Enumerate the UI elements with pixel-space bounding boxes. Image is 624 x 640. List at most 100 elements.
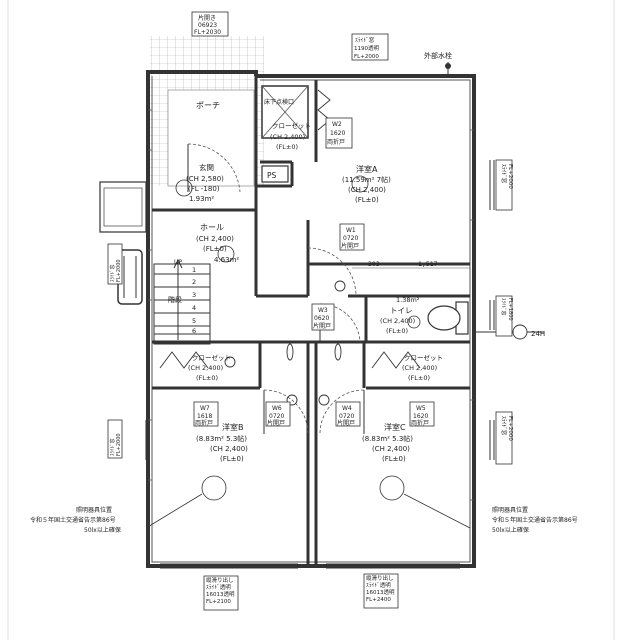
door-w5-id: W5 — [416, 405, 426, 412]
light-fixtures — [145, 175, 471, 529]
door-w2-id: W2 — [332, 121, 342, 128]
switch-symbols — [224, 280, 544, 406]
light-right-line3: 50lx以上確保 — [492, 526, 529, 534]
closet-a-ch: (CH 2,400) — [270, 133, 305, 141]
western-a-area: (11.59m² 7帖) — [342, 175, 391, 184]
closet-c-ch: (CH 2,400) — [402, 364, 437, 372]
dim-303: 303 — [368, 260, 380, 268]
closet-c-name: クローゼット — [404, 353, 443, 362]
window-bottom-c-type: 縦滑り出し — [366, 574, 394, 582]
door-w1-type: 片開戸 — [341, 242, 359, 250]
western-a-name: 洋室A — [356, 164, 378, 174]
door-w3-id: W3 — [318, 307, 328, 314]
closet-a-name: クローゼット — [272, 121, 311, 130]
window-bottom-c-fl: FL+2400 — [366, 597, 391, 603]
window-bottom-b-fl: FL+2100 — [206, 599, 231, 605]
outer-walls — [146, 70, 476, 568]
closet-c-fl: (FL±0) — [408, 374, 430, 382]
window-left-b-fl: FL+2000 — [116, 433, 122, 456]
door-w4-id: W4 — [342, 405, 352, 412]
window-left-b-type: ｽﾗｲﾄﾞ窓 — [109, 438, 116, 456]
toilet-fl: (FL±0) — [386, 327, 408, 335]
stairs-up: UP — [174, 259, 182, 266]
windows — [145, 160, 495, 569]
western-b-fl: (FL±0) — [220, 455, 244, 463]
window-top-right-fl: FL+2000 — [354, 54, 379, 60]
window-bottom-c-sub: ｽﾗｲﾄﾞ透明 — [366, 581, 391, 589]
toilet-fixture — [427, 301, 469, 335]
water-tap-icon — [445, 63, 451, 69]
window-top-main-type: 片開き — [198, 14, 216, 22]
closet-b-fl: (FL±0) — [196, 374, 218, 382]
door-w4-size: 0720 — [339, 413, 354, 420]
hall-fl: (FL±0) — [203, 245, 227, 253]
porch-inner — [167, 89, 255, 187]
stair-step-3: 3 — [192, 291, 196, 299]
wall-ticks — [148, 109, 474, 501]
ventilation-24h-label: 24H — [531, 330, 545, 338]
light-left-line3: 50lx以上確保 — [84, 526, 121, 534]
outdoor-unit — [99, 181, 147, 233]
light-left-line1: 照明器具位置 — [76, 506, 112, 514]
window-bottom-b-sub: ｽﾗｲﾄﾞ透明 — [206, 583, 231, 591]
closet-b-name: クローゼット — [192, 353, 231, 362]
ps-box — [261, 165, 289, 183]
western-b-ch: (CH 2,400) — [210, 445, 248, 453]
door-w2-type: 両折戸 — [327, 138, 345, 146]
window-bottom-b-type: 縦滑り出し — [206, 576, 234, 584]
window-top-main-fl: FL+2030 — [194, 29, 221, 36]
door-w2-size: 1620 — [330, 130, 345, 137]
stair-step-2: 2 — [192, 278, 196, 286]
stair-step-5: 5 — [192, 317, 196, 325]
under-floor-label: 床下点検口 — [264, 98, 294, 106]
window-right-c-fl: FL+2000 — [507, 416, 513, 441]
door-w3-size: 0620 — [314, 315, 329, 322]
door-w5-size: 1620 — [413, 413, 428, 420]
light-left-line2: 令和５年国土交通省告示第86号 — [30, 516, 116, 524]
western-c-fl: (FL±0) — [382, 455, 406, 463]
stair-step-6: 6 — [192, 327, 196, 335]
door-w7-id: W7 — [200, 405, 210, 412]
closet-a-fl: (FL±0) — [276, 143, 298, 151]
interior-walls — [152, 76, 470, 566]
window-bottom-b-size: 16013透明 — [206, 590, 235, 598]
window-top-right-type: ｽﾗｲﾄﾞ窓 — [355, 36, 375, 44]
toilet-name: トイレ — [390, 306, 413, 315]
stairs-label: 階段 — [168, 295, 182, 304]
entrance-fl: (FL -180) — [188, 185, 220, 193]
door-w1-size: 0720 — [343, 235, 358, 242]
window-left-hall-type: ｽﾗｲﾄﾞ窓 — [109, 264, 116, 282]
western-a-ch: (CH 2,400) — [348, 186, 386, 194]
door-w3-type: 片開戸 — [313, 322, 331, 330]
window-left-hall-fl: FL+2000 — [116, 259, 122, 282]
ps-label: PS — [267, 171, 277, 180]
window-bottom-c-size: 16013透明 — [366, 588, 395, 596]
door-w5-type: 両折戸 — [411, 419, 429, 427]
hall-area: 4.63m² — [214, 256, 239, 264]
dim-1517: 1,517 — [418, 260, 438, 268]
outer-wall-inner-line — [151, 76, 471, 563]
door-w7-size: 1618 — [197, 413, 212, 420]
entrance-name: 玄関 — [199, 162, 214, 172]
window-top-main-size: 06923 — [198, 22, 217, 29]
tag-boxes — [107, 11, 513, 611]
hall-ch: (CH 2,400) — [196, 235, 234, 243]
western-c-area: (8.83m² 5.3帖) — [362, 434, 413, 443]
window-right-a-fl: FL+2000 — [507, 164, 513, 189]
door-w1-id: W1 — [346, 227, 356, 234]
window-top-right-size: 1190透明 — [354, 44, 379, 52]
entrance-area: 1.93m² — [189, 195, 214, 203]
window-right-toilet-fl: FL+1800 — [507, 298, 513, 321]
door-w6-id: W6 — [272, 405, 282, 412]
western-b-area: (8.83m² 5.3帖) — [196, 434, 247, 443]
window-right-a-type: ｽﾗｲﾄﾞ窓 — [500, 164, 508, 184]
toilet-ch: (CH 2,400) — [380, 317, 415, 325]
western-b-name: 洋室B — [222, 422, 244, 432]
door-w6-size: 0720 — [269, 413, 284, 420]
toilet-area: 1.38m² — [396, 296, 420, 304]
western-a-fl: (FL±0) — [355, 196, 379, 204]
light-right-line1: 照明器具位置 — [492, 506, 528, 514]
porch-label: ポーチ — [196, 101, 220, 110]
outdoor-unit-inner — [103, 187, 143, 227]
